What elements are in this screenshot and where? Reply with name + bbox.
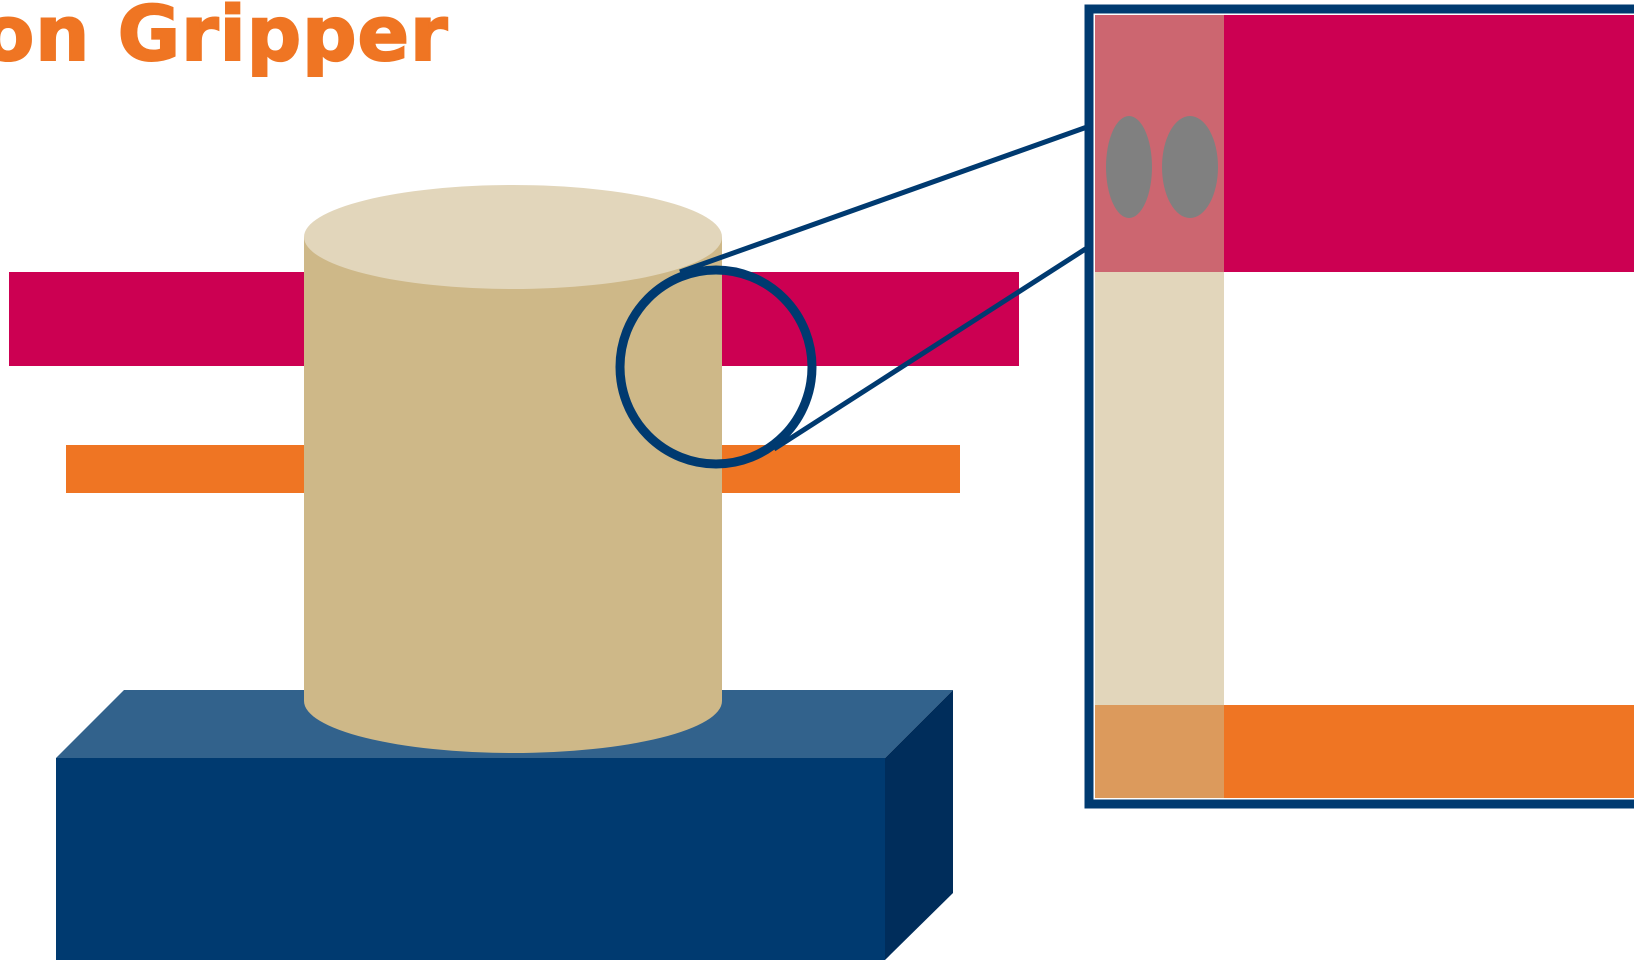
base-side-face (885, 690, 953, 960)
base-front-face (56, 758, 885, 960)
contact-dot-left (1106, 116, 1152, 218)
magnifier-circle (615, 265, 817, 469)
callout-line-lower (772, 245, 1089, 452)
cylinder-top (304, 185, 722, 289)
zoom-cylinder-wall (1095, 272, 1224, 705)
cylinder-body (304, 237, 722, 753)
diagram-title: on Gripper (0, 0, 449, 78)
zoom-orange-overlap (1095, 705, 1224, 798)
zoom-frame (1084, 4, 1634, 809)
zoom-magenta-jaw (1223, 15, 1634, 272)
callout-line-upper (679, 124, 1088, 275)
zoom-orange-jaw (1223, 705, 1634, 798)
zoom-inset (1084, 4, 1634, 809)
contact-dot-right (1162, 116, 1218, 218)
